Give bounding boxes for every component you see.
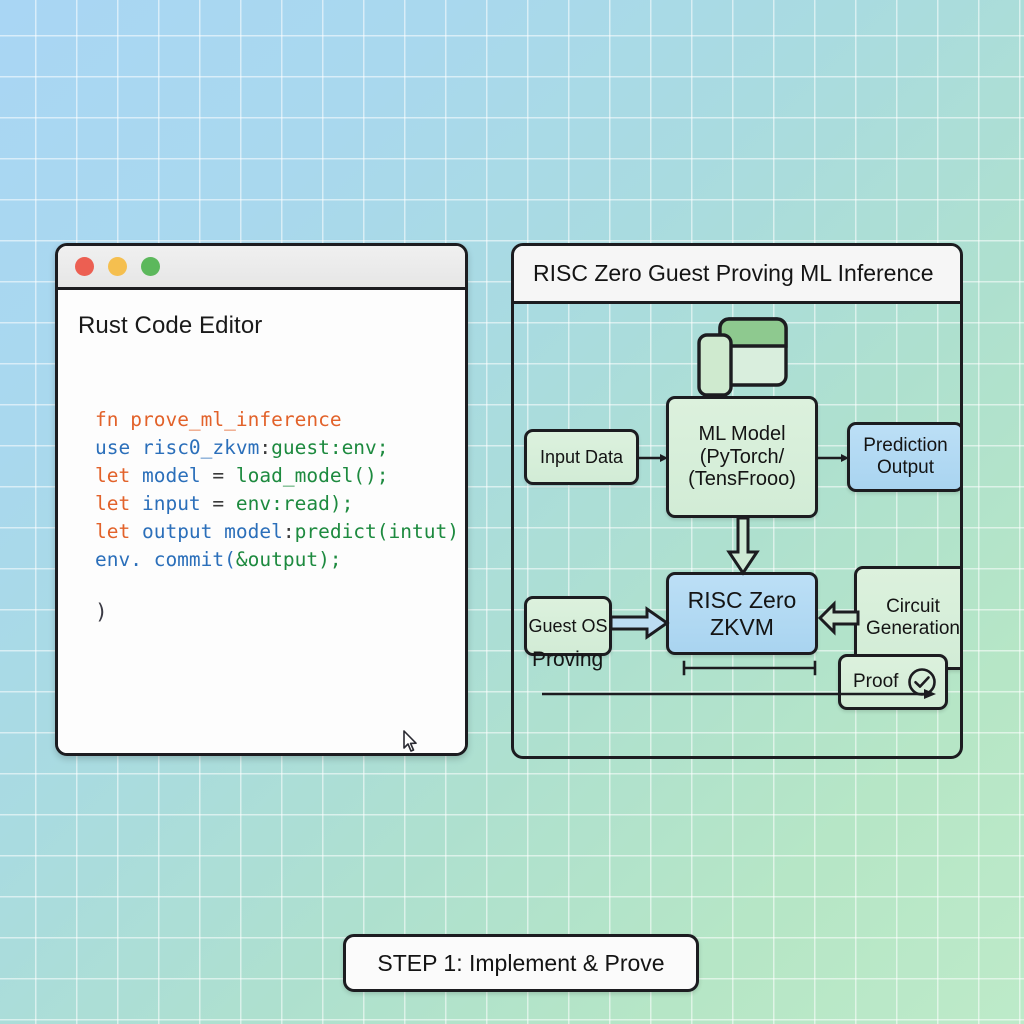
code-token: guest:env; — [271, 436, 389, 459]
code-token: prove_ml_inference — [130, 408, 342, 431]
step-label: STEP 1: Implement & Prove — [343, 934, 699, 992]
node-ml-model-label-2: (PyTorch/ — [699, 445, 785, 468]
arrow-input-to-model — [639, 454, 668, 462]
editor-title: Rust Code Editor — [78, 312, 263, 339]
node-zkvm-label-2: ZKVM — [710, 613, 774, 640]
code-token: use — [95, 436, 142, 459]
minimize-button[interactable] — [108, 257, 127, 276]
code-line: fn prove_ml_inference — [95, 406, 445, 434]
node-ml-model-label-3: (TensFrooo) — [688, 468, 796, 491]
arrow-model-to-prediction — [818, 454, 849, 462]
node-guest-os-label: Guest OS — [528, 615, 608, 636]
code-token: load_model(); — [235, 464, 389, 487]
code-line: let input = env:read); — [95, 490, 445, 518]
code-line: use risc0_zkvm:guest:env; — [95, 434, 445, 462]
code-token: risc0_zkvm — [141, 436, 260, 459]
code-token: env:read); — [235, 492, 354, 515]
code-token: commit( — [153, 548, 236, 571]
code-token: input — [141, 492, 213, 515]
code-token: output — [141, 520, 225, 543]
node-prediction-output-label-1: Prediction — [863, 435, 948, 457]
node-ml-model-label-1: ML Model — [698, 422, 786, 445]
code-token: let — [95, 520, 142, 543]
node-circuit-label-2: Generation — [865, 618, 960, 639]
code-token: : — [282, 520, 295, 543]
code-token: env. — [95, 548, 154, 571]
node-ml-model[interactable]: ML Model (PyTorch/ (TensFrooo) — [666, 396, 818, 518]
node-guest-os[interactable]: Guest OS — [524, 596, 612, 656]
code-token: predict(intut) — [294, 520, 459, 543]
arrow-circuit-to-zkvm — [817, 600, 860, 636]
node-proof[interactable]: Proof — [838, 654, 948, 710]
node-prediction-output[interactable]: Prediction Output — [847, 422, 960, 492]
node-circuit-label-1: Circuit — [886, 596, 940, 618]
code-token: let — [95, 464, 142, 487]
close-button[interactable] — [75, 257, 94, 276]
diagram-panel: RISC Zero Guest Proving ML Inference Inp… — [511, 243, 963, 759]
code-closing-paren: ) — [95, 600, 108, 624]
arrow-guestos-to-zkvm — [609, 606, 670, 640]
code-token: model — [141, 464, 213, 487]
code-token: = — [212, 492, 236, 515]
node-input-data-label: Input Data — [539, 446, 624, 467]
arrow-proving-flow — [542, 689, 936, 699]
node-prediction-output-label-2: Output — [876, 457, 935, 478]
diagram-title: RISC Zero Guest Proving ML Inference — [533, 260, 934, 286]
node-proof-label: Proof — [853, 671, 899, 693]
diagram-canvas: Input Data ML Model (PyTorch/ (TensFrooo… — [514, 304, 960, 756]
code-line: let model = load_model(); — [95, 462, 445, 490]
code-token: let — [95, 492, 142, 515]
diagram-panel-header: RISC Zero Guest Proving ML Inference — [514, 246, 960, 304]
code-line: let output model:predict(intut) — [95, 518, 459, 546]
code-token: = — [212, 464, 236, 487]
node-zkvm-label-1: RISC Zero — [687, 587, 797, 614]
maximize-button[interactable] — [141, 257, 160, 276]
code-line: env. commit(&output); — [95, 546, 445, 574]
window-titlebar[interactable] — [58, 246, 465, 290]
node-risc-zero-zkvm[interactable]: RISC Zero ZKVM — [666, 572, 818, 655]
code-token: model — [224, 520, 283, 543]
proving-label: Proving — [532, 648, 604, 671]
node-input-data[interactable]: Input Data — [524, 429, 639, 485]
code-token: : — [259, 436, 272, 459]
step-label-text: STEP 1: Implement & Prove — [377, 949, 665, 976]
node-circuit-generation[interactable]: Circuit Generation — [854, 566, 960, 670]
mouse-pointer-icon — [403, 730, 417, 752]
window-layout-icon — [697, 317, 788, 397]
code-token: &output); — [235, 548, 342, 571]
measurement-bar — [682, 660, 817, 676]
arrow-model-to-zkvm — [726, 516, 760, 576]
code-token: fn — [95, 408, 131, 431]
